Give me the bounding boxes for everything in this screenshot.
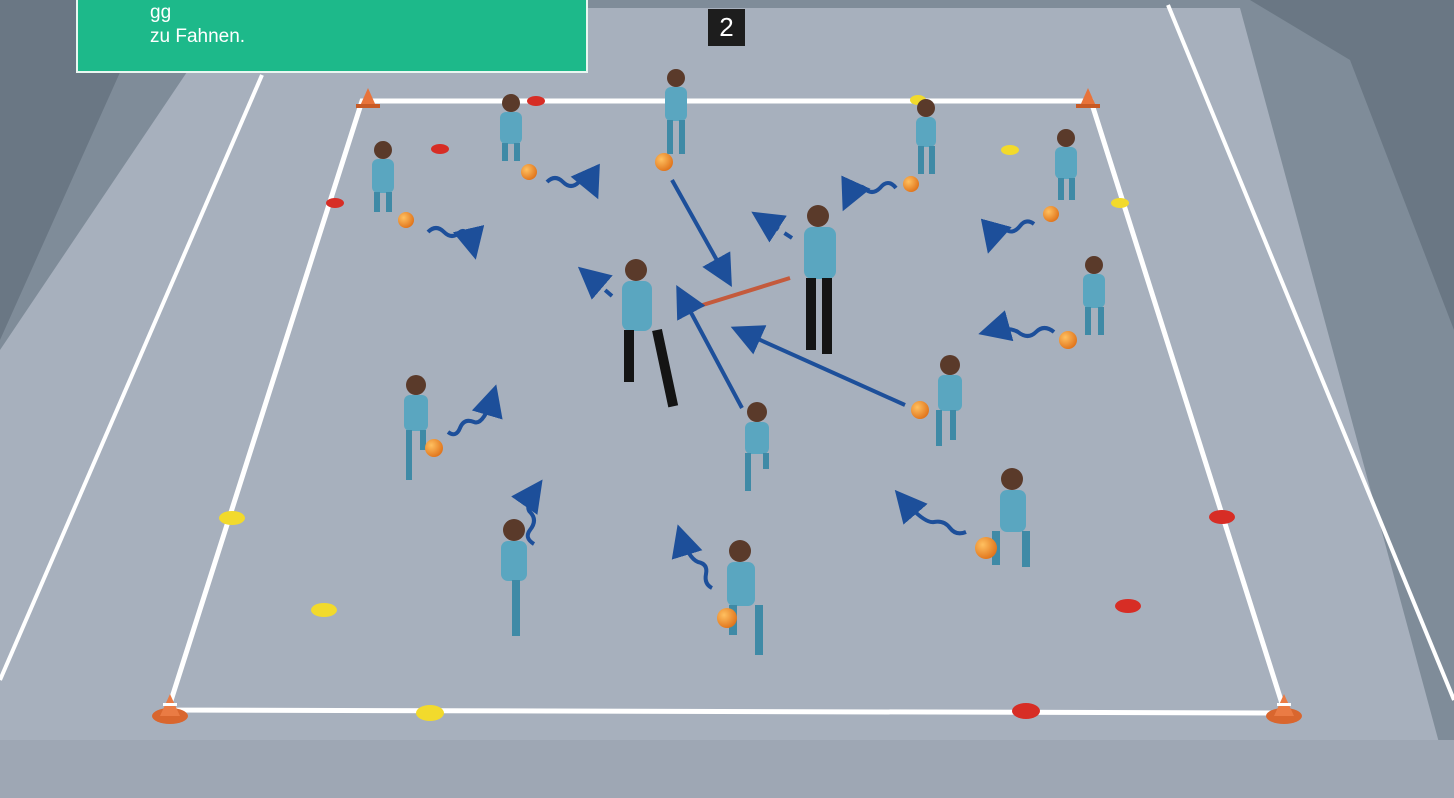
cone-bottom-left <box>152 694 188 724</box>
arrow-pass-3 <box>730 325 906 407</box>
player-5 <box>1043 129 1077 222</box>
arrow-dribble-6 <box>446 384 503 437</box>
player-10 <box>501 519 527 636</box>
arrow-dribble-1 <box>545 163 600 200</box>
cone-top-right <box>1076 88 1100 108</box>
instruction-text-line-2: zu Fahnen. <box>150 26 246 47</box>
arrow-pass-1 <box>670 179 732 287</box>
court-floor <box>0 8 1454 798</box>
player-3 <box>655 69 687 171</box>
outer-line-right <box>1166 4 1454 701</box>
arrow-dribble-9 <box>894 489 967 536</box>
coach-1 <box>622 259 679 408</box>
arrow-run-1 <box>577 266 614 300</box>
instruction-text-line-1: gg <box>150 2 172 23</box>
arrow-dribble-4 <box>980 218 1036 254</box>
arrow-run-2 <box>751 211 794 243</box>
coach-2 <box>804 205 836 354</box>
player-12 <box>975 468 1030 567</box>
step-number-badge: 2 <box>708 9 745 46</box>
player-4 <box>903 99 936 192</box>
arrow-dribble-3 <box>841 175 898 212</box>
arrow-dribble-2 <box>426 225 485 260</box>
arrow-dribble-8 <box>671 524 714 590</box>
arrow-dribble-5 <box>978 310 1056 342</box>
arrow-dribble-7 <box>511 479 543 546</box>
player-8 <box>745 402 769 491</box>
player-1 <box>372 141 414 228</box>
right-wall <box>1250 0 1454 330</box>
arrow-pass-2 <box>676 284 744 409</box>
player-2 <box>500 94 537 180</box>
player-11 <box>717 540 763 655</box>
player-9 <box>404 375 443 480</box>
cone-top-left <box>356 88 380 108</box>
left-wall <box>0 0 230 340</box>
player-7 <box>911 355 962 446</box>
cone-bottom-right <box>1266 694 1302 724</box>
outer-line-left <box>0 74 264 681</box>
instruction-panel: gg zu Fahnen. <box>76 0 588 73</box>
player-6 <box>1059 256 1105 349</box>
